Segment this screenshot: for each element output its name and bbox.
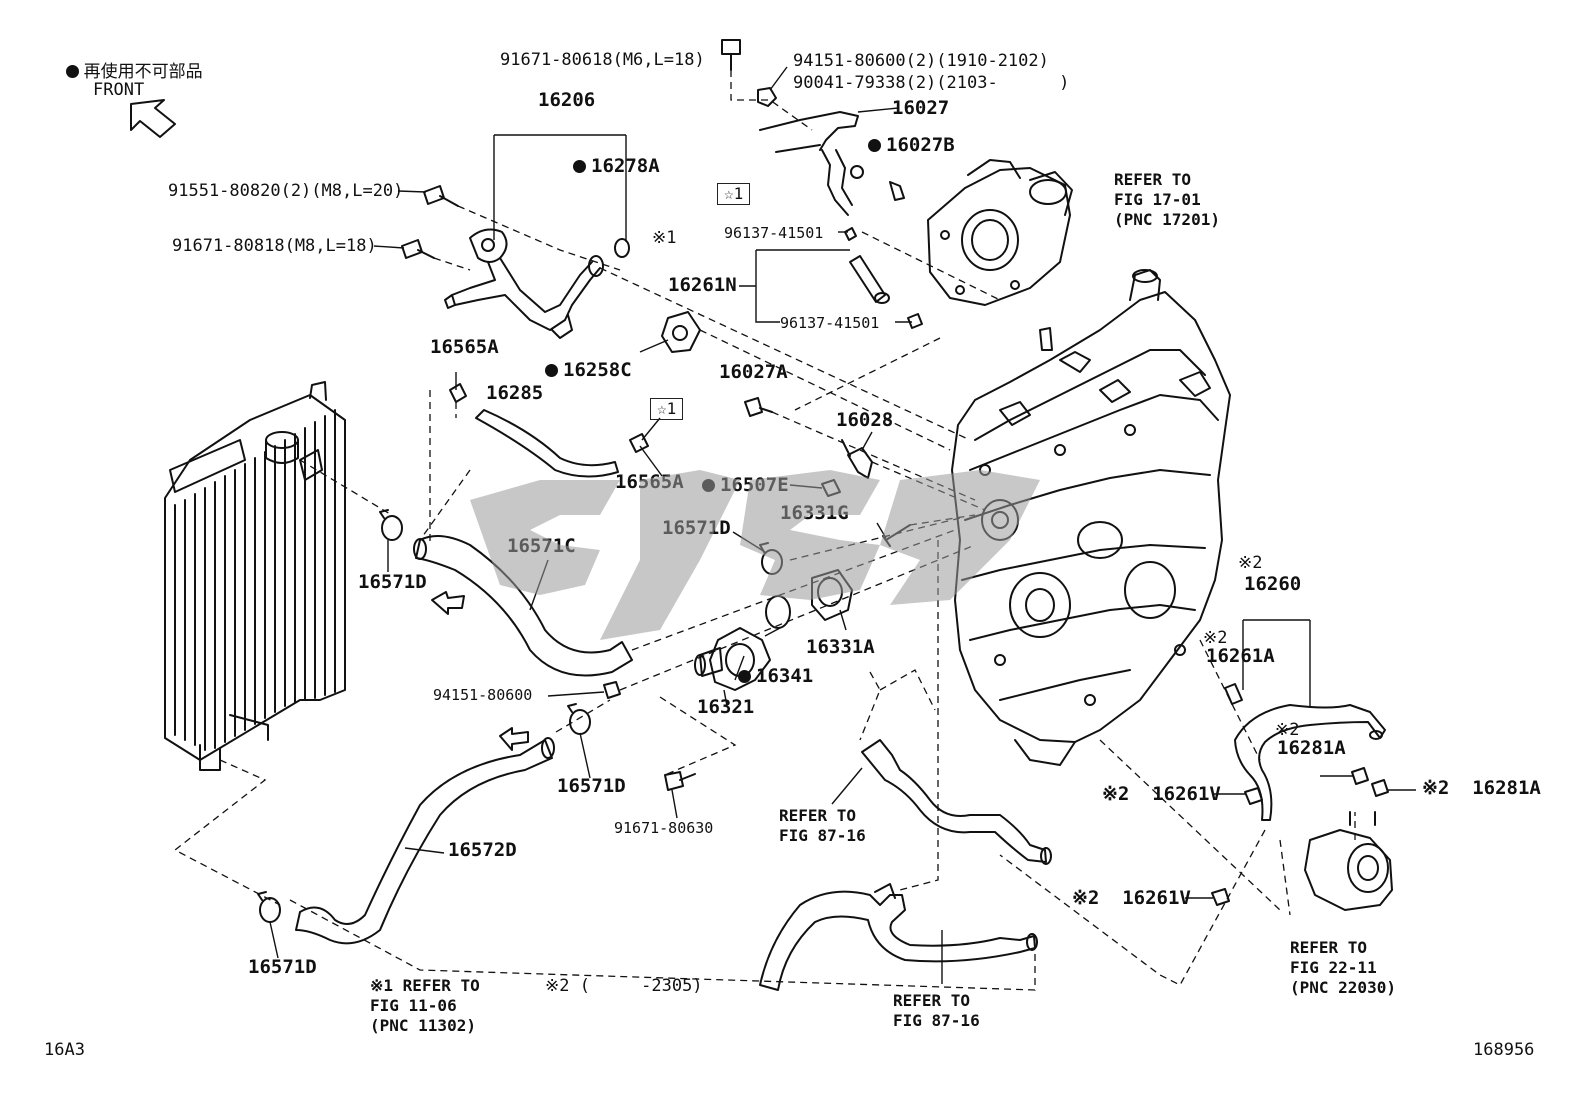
hose-16285 bbox=[449, 383, 649, 478]
label-16321: 16321 bbox=[697, 696, 755, 718]
thermostat bbox=[811, 569, 853, 621]
reference-fig-22-11: REFER TO FIG 22-11 (PNC 22030) bbox=[1290, 938, 1396, 997]
label-16571C: 16571C bbox=[507, 535, 576, 557]
label-91671-80618: 91671-80618(M6,L=18) bbox=[500, 50, 705, 70]
label-16281A-b: ※2 16281A bbox=[1422, 777, 1541, 799]
non-reusable-dot-icon bbox=[545, 364, 558, 377]
label-16278A: 16278A bbox=[573, 156, 660, 176]
label-91551-80820: 91551-80820(2)(M8,L=20) bbox=[168, 181, 404, 201]
thermostat-housing bbox=[694, 627, 771, 691]
label-96137-41501-a: 96137-41501 bbox=[724, 224, 824, 242]
non-reusable-dot-icon bbox=[573, 160, 586, 173]
heater-hose-lower bbox=[759, 883, 1038, 991]
label-16281A-a: 16281A bbox=[1277, 737, 1346, 759]
label-16260: 16260 bbox=[1244, 573, 1302, 595]
throttle-body bbox=[927, 159, 1073, 306]
label-91671-80630: 91671-80630 bbox=[614, 819, 714, 837]
bolt-91671-80818 bbox=[401, 239, 435, 259]
label-16571D-a: 16571D bbox=[358, 571, 427, 593]
label-16507E: 16507E bbox=[702, 475, 789, 495]
clip-16261V-b bbox=[1211, 888, 1230, 906]
label-16285: 16285 bbox=[486, 382, 544, 404]
label-94151-80600: 94151-80600 bbox=[433, 686, 533, 704]
egr-valve bbox=[1304, 811, 1393, 911]
label-note2-a: ※2 bbox=[1238, 553, 1263, 573]
legend-reuse-note: 再使用不可部品 bbox=[44, 42, 203, 102]
non-reusable-dot-icon bbox=[868, 139, 881, 152]
label-94151-80600-2: 94151-80600(2)(1910-2102) bbox=[793, 51, 1049, 71]
label-16027A: 16027A bbox=[719, 361, 788, 383]
label-note2-c: ※2 bbox=[1275, 720, 1300, 740]
front-arrow-icon bbox=[130, 99, 176, 138]
label-16331G: 16331G bbox=[780, 502, 849, 524]
label-16027: 16027 bbox=[892, 97, 950, 119]
clamp-16571D-a bbox=[379, 509, 403, 541]
label-16565A-a: 16565A bbox=[430, 336, 499, 358]
nut-94151-80600 bbox=[603, 681, 621, 699]
radiator bbox=[164, 381, 346, 771]
label-note1-a: ※1 bbox=[652, 228, 677, 248]
nut-16507E bbox=[821, 479, 841, 497]
label-star1-b: ☆1 bbox=[650, 398, 684, 420]
label-91671-80818: 91671-80818(M8,L=18) bbox=[172, 236, 377, 256]
bolt-91551 bbox=[423, 185, 459, 207]
clip-16261V-a bbox=[1244, 787, 1263, 805]
non-reusable-dot-icon bbox=[738, 670, 751, 683]
label-16572D: 16572D bbox=[448, 839, 517, 861]
label-16341: 16341 bbox=[738, 666, 813, 686]
thermostat-gasket bbox=[765, 595, 791, 629]
label-16028: 16028 bbox=[836, 409, 894, 431]
label-90041-79338: 90041-79338(2)(2103- ) bbox=[793, 73, 1070, 93]
label-16258C: 16258C bbox=[545, 360, 632, 380]
reference-fig-87-16-b: REFER TO FIG 87-16 bbox=[893, 991, 980, 1030]
bolt-91671-80630 bbox=[664, 771, 696, 791]
front-label: FRONT bbox=[93, 80, 145, 100]
label-16261V-a: ※2 16261V bbox=[1102, 783, 1221, 805]
reference-fig-17-01: REFER TO FIG 17-01 (PNC 17201) bbox=[1114, 170, 1220, 229]
footnote-2: ※2 ( -2305) bbox=[545, 976, 703, 996]
label-16261V-b: ※2 16261V bbox=[1072, 887, 1191, 909]
illustration-code-right: 168956 bbox=[1473, 1040, 1535, 1060]
clamp-16571D-b bbox=[759, 542, 783, 575]
label-16261A: 16261A bbox=[1206, 645, 1275, 667]
clip-16281A-a bbox=[1351, 767, 1369, 785]
label-16571D-d: 16571D bbox=[248, 956, 317, 978]
flow-arrow-icon bbox=[431, 591, 465, 615]
label-16331A: 16331A bbox=[806, 636, 875, 658]
nut-94151 bbox=[757, 87, 777, 107]
engine-block bbox=[951, 269, 1231, 766]
label-16261N: 16261N bbox=[668, 274, 737, 296]
label-96137-41501-b: 96137-41501 bbox=[780, 314, 880, 332]
label-note2-b: ※2 bbox=[1203, 628, 1228, 648]
heater-hose-upper bbox=[861, 739, 1052, 865]
lower-radiator-hose bbox=[295, 737, 555, 945]
label-16565A-b: 16565A bbox=[615, 471, 684, 493]
label-16027B: 16027B bbox=[868, 135, 955, 155]
flow-arrow-icon-2 bbox=[499, 727, 529, 751]
label-16206: 16206 bbox=[538, 89, 596, 111]
bolt-91671-80618 bbox=[721, 39, 741, 71]
label-16571D-b: 16571D bbox=[662, 517, 731, 539]
clamp-16571D-d bbox=[257, 891, 281, 923]
label-16571D-c: 16571D bbox=[557, 775, 626, 797]
bolt-16027A bbox=[744, 397, 773, 417]
o-ring bbox=[614, 238, 630, 258]
non-reusable-dot-icon bbox=[702, 479, 715, 492]
illustration-code-left: 16A3 bbox=[44, 1040, 85, 1060]
label-star1-a: ☆1 bbox=[717, 183, 751, 205]
non-reusable-dot-icon bbox=[65, 65, 79, 78]
hose-16261N bbox=[844, 227, 923, 329]
water-bypass-pipe bbox=[759, 111, 905, 216]
reference-fig-87-16-a: REFER TO FIG 87-16 bbox=[779, 806, 866, 845]
footnote-1: ※1 REFER TO FIG 11-06 (PNC 11302) bbox=[370, 976, 480, 1035]
gasket bbox=[661, 311, 701, 353]
water-outlet-pipe bbox=[444, 228, 604, 339]
clip-16281A-b bbox=[1371, 779, 1389, 797]
bracket-16028 bbox=[841, 439, 873, 479]
